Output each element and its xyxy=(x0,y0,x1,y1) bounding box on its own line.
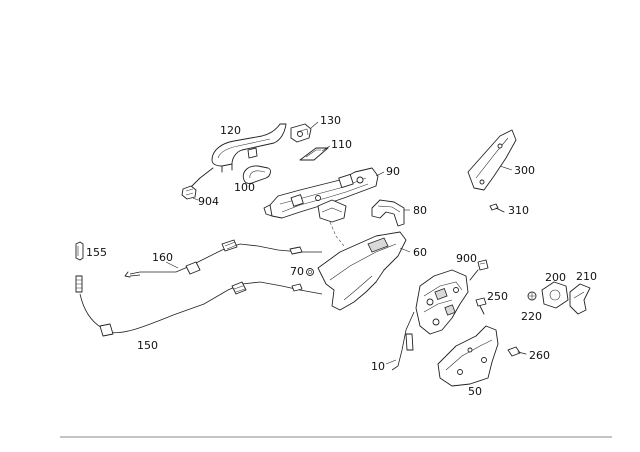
part-130-cap[interactable] xyxy=(290,123,312,143)
part-220-bolt[interactable] xyxy=(527,291,537,301)
part-155-clip[interactable] xyxy=(75,241,84,261)
part-50-lock-bracket[interactable] xyxy=(437,325,499,387)
label-90: 90 xyxy=(386,165,400,178)
part-100-bezel[interactable] xyxy=(242,165,271,184)
label-120: 120 xyxy=(220,124,241,137)
label-80: 80 xyxy=(413,204,427,217)
part-904-clip[interactable] xyxy=(181,185,197,200)
label-250: 250 xyxy=(487,290,508,303)
label-310: 310 xyxy=(508,204,529,217)
part-900-connector[interactable] xyxy=(477,259,489,271)
part-300-cover-plate[interactable] xyxy=(467,129,517,191)
label-130: 130 xyxy=(320,114,341,127)
label-70: 70 xyxy=(290,265,304,278)
label-100: 100 xyxy=(234,181,255,194)
handle-rod xyxy=(191,167,214,187)
part-150-cable[interactable] xyxy=(75,275,323,337)
label-210: 210 xyxy=(576,270,597,283)
label-50: 50 xyxy=(468,385,482,398)
part-110-seal[interactable] xyxy=(299,147,329,161)
label-300: 300 xyxy=(514,164,535,177)
part-90-carrier[interactable] xyxy=(263,167,379,223)
label-110: 110 xyxy=(331,138,352,151)
label-200: 200 xyxy=(545,271,566,284)
label-904: 904 xyxy=(198,195,219,208)
part-200-striker[interactable] xyxy=(541,281,569,309)
label-155: 155 xyxy=(86,246,107,259)
part-10-door-lock[interactable] xyxy=(391,269,479,371)
label-150: 150 xyxy=(137,339,158,352)
label-220: 220 xyxy=(521,310,542,323)
part-310-screw[interactable] xyxy=(489,203,505,213)
part-250-screw[interactable] xyxy=(475,297,487,315)
part-120-outer-handle[interactable] xyxy=(211,123,287,173)
label-260: 260 xyxy=(529,349,550,362)
part-70-grommet[interactable] xyxy=(306,268,314,276)
part-60-cover-panel[interactable] xyxy=(317,231,407,311)
label-160: 160 xyxy=(152,251,173,264)
label-900: 900 xyxy=(456,252,477,265)
part-160-cable[interactable] xyxy=(124,239,322,278)
assembly-guide-line xyxy=(329,221,345,247)
part-260-bolt[interactable] xyxy=(507,346,527,357)
part-80-bracket[interactable] xyxy=(371,199,405,227)
label-10: 10 xyxy=(371,360,385,373)
label-60: 60 xyxy=(413,246,427,259)
part-210-cover[interactable] xyxy=(569,283,591,315)
